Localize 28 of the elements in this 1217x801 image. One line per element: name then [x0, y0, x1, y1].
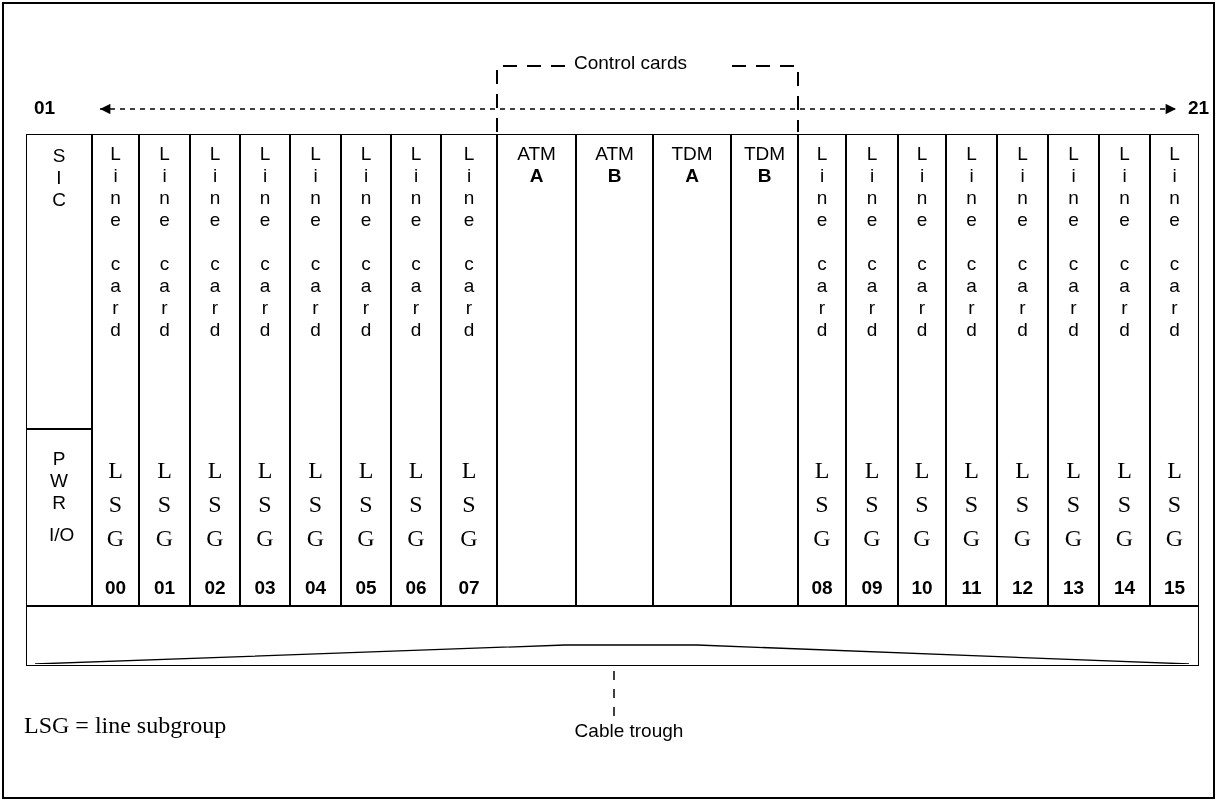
slot-number: 21 [1188, 97, 1210, 119]
control-card-slot: ATM A [497, 134, 576, 606]
control-card-slot: ATM B [576, 134, 653, 606]
line-card-slot: Line card LSG 00 [92, 134, 139, 606]
line-card-slot: Line card LSG 10 [898, 134, 946, 606]
line-card-slot: Line card LSG 15 [1150, 134, 1199, 606]
line-card-slot: Line card LSG 01 [139, 134, 190, 606]
line-card-slot: Line card LSG 07 [441, 134, 497, 606]
line-card-slot: Line card LSG 14 [1099, 134, 1150, 606]
line-card-slot: Line card LSG 13 [1048, 134, 1099, 606]
power-io-card: PWR I/O [26, 429, 92, 606]
line-card-slot: Line card LSG 12 [997, 134, 1048, 606]
line-card-slot: Line card LSG 08 [798, 134, 846, 606]
line-card-slot: Line card LSG 06 [391, 134, 441, 606]
line-card-slot: Line card LSG 02 [190, 134, 240, 606]
line-card-slot: Line card LSG 11 [946, 134, 997, 606]
sic-card: SIC [26, 134, 92, 429]
cable-trough [26, 606, 1199, 666]
line-card-slot: Line card LSG 09 [846, 134, 898, 606]
line-card-slot: Line card LSG 04 [290, 134, 341, 606]
trough-label: Cable trough [534, 714, 724, 748]
control-card-slot: TDM B [731, 134, 798, 606]
line-card-slot: Line card LSG 03 [240, 134, 290, 606]
control-card-slot: TDM A [653, 134, 731, 606]
legend-note: LSG = line subgroup [24, 712, 227, 739]
slot-number: 01 [34, 97, 56, 119]
line-card-slot: Line card LSG 05 [341, 134, 391, 606]
bracket-label: Control cards [574, 52, 687, 74]
